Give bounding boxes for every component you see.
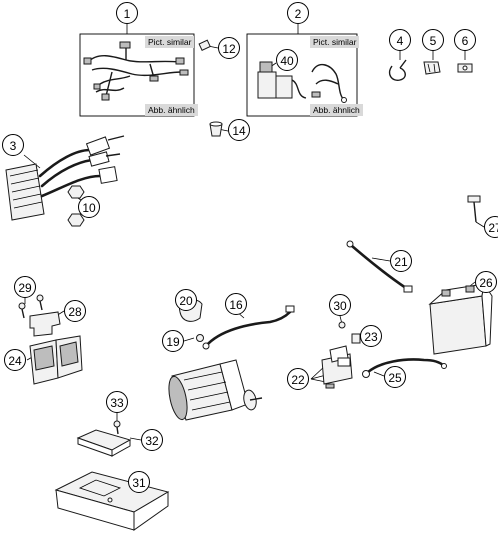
part-21-cable (346, 240, 413, 293)
part-25-cable (362, 358, 447, 378)
callout-27: 27 (484, 216, 498, 238)
voltage-regulator-part (5, 135, 125, 221)
part-24-rubber-holder (29, 335, 83, 385)
callout-16: 16 (225, 293, 247, 315)
callout-20: 20 (175, 289, 197, 311)
abb-aehnlich-tag-1: Abb. ähnlich (145, 104, 198, 116)
part-32-bracket (76, 429, 132, 457)
part-23-fuse (351, 333, 361, 344)
callout-24: 24 (4, 349, 26, 371)
callout-21: 21 (390, 250, 412, 272)
part-5-clip (423, 61, 441, 75)
part-19-bolt (196, 334, 204, 342)
wiring-harness-part (83, 41, 189, 101)
callout-29: 29 (14, 276, 36, 298)
callout-6: 6 (454, 29, 476, 51)
part-33-screw (113, 420, 121, 435)
part-22-relay (321, 345, 353, 389)
part-27-tool (467, 195, 481, 223)
part-31-tray (54, 471, 170, 531)
part-14-cap (209, 121, 223, 137)
callout-30: 30 (329, 294, 351, 316)
callout-22: 22 (287, 368, 309, 390)
callout-12: 12 (218, 37, 240, 59)
part-16-starter-cable (202, 305, 295, 350)
starter-motor-part (168, 359, 263, 421)
callout-33: 33 (106, 391, 128, 413)
callout-3: 3 (2, 134, 24, 156)
callout-23: 23 (360, 325, 382, 347)
relay-frame (246, 33, 358, 117)
callout-1: 1 (116, 2, 138, 24)
callout-32: 32 (141, 429, 163, 451)
pict-similar-tag-1: Pict. similar (145, 36, 195, 48)
part-29-screws (18, 294, 44, 319)
callout-5: 5 (422, 29, 444, 51)
callout-2: 2 (287, 2, 309, 24)
callout-10: 10 (78, 196, 100, 218)
part-4-cable-tie (388, 59, 407, 81)
part-12-connector (198, 39, 211, 51)
part-28-bracket (29, 311, 61, 337)
pict-similar-tag-2: Pict. similar (310, 36, 360, 48)
callout-25: 25 (384, 366, 406, 388)
part-6-clamp (457, 63, 473, 73)
callout-26: 26 (475, 271, 497, 293)
callout-14: 14 (228, 119, 250, 141)
part-26-battery (428, 282, 493, 355)
callout-28: 28 (64, 300, 86, 322)
callout-19: 19 (162, 330, 184, 352)
harness-frame (79, 33, 195, 117)
abb-aehnlich-tag-2: Abb. ähnlich (310, 104, 363, 116)
callout-40: 40 (276, 49, 298, 71)
callout-4: 4 (389, 29, 411, 51)
leader-lines (23, 24, 485, 491)
part-10-nut (67, 185, 85, 227)
part-30-bolt (338, 321, 346, 329)
relay-holder-part (257, 61, 347, 103)
callout-31: 31 (128, 471, 150, 493)
